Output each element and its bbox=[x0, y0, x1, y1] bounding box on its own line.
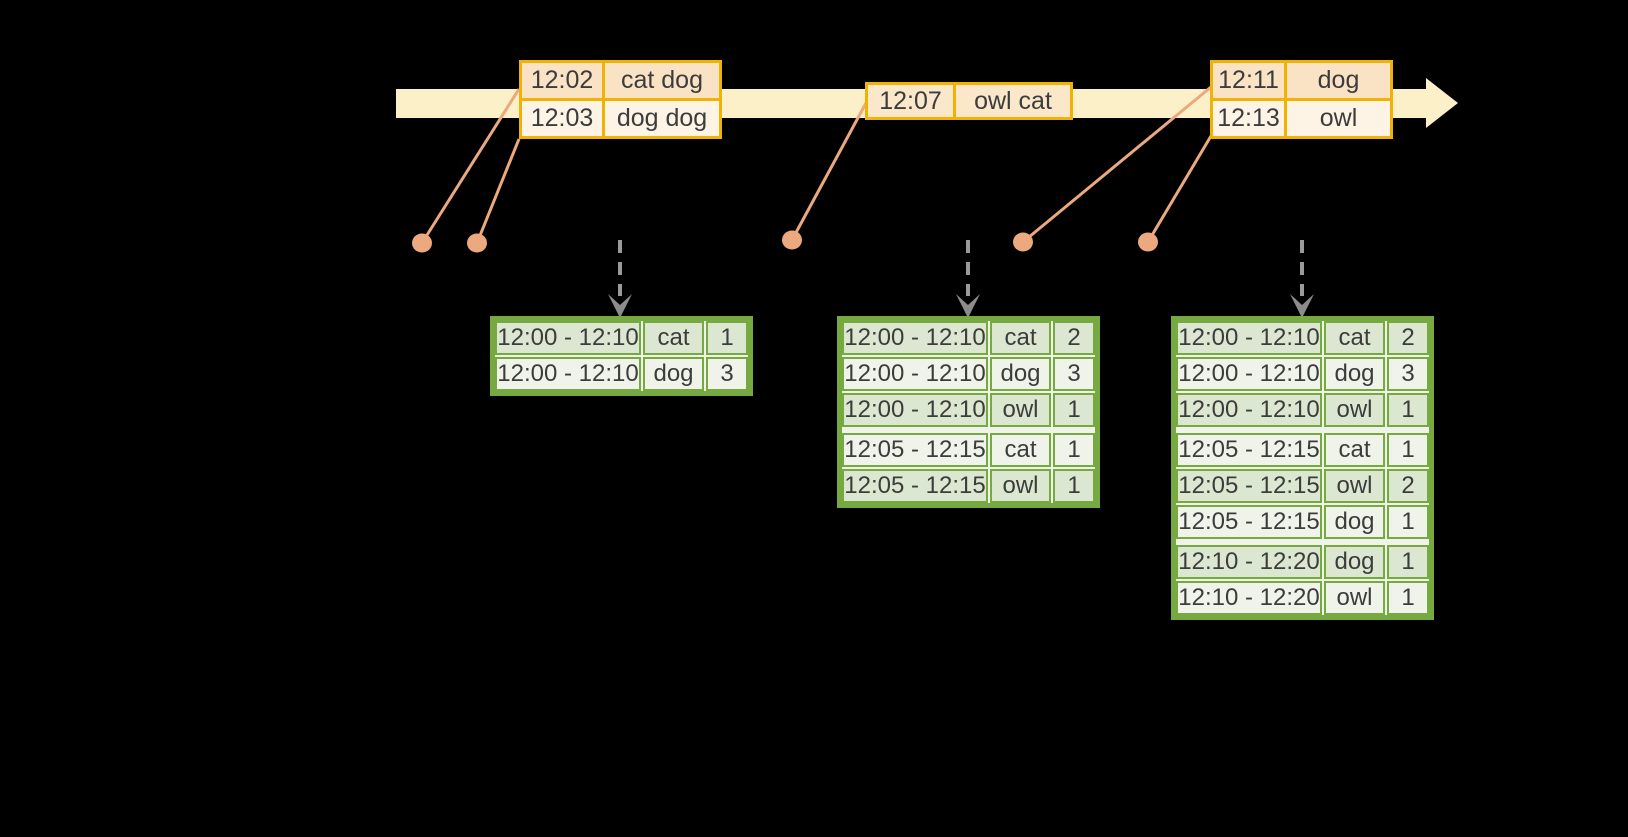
event-table: 12:11 dog 12:13 owl bbox=[1210, 60, 1393, 139]
result-row: 12:00 - 12:10 owl 1 bbox=[1176, 393, 1429, 427]
result-word: cat bbox=[1324, 433, 1385, 467]
result-row: 12:10 - 12:20 owl 1 bbox=[1176, 581, 1429, 615]
result-count: 1 bbox=[1387, 581, 1429, 615]
result-count: 3 bbox=[706, 357, 748, 391]
result-row: 12:00 - 12:10 cat 1 bbox=[495, 321, 748, 355]
result-count: 1 bbox=[1387, 433, 1429, 467]
event-time: 12:07 bbox=[868, 85, 953, 117]
trigger-arrow-icon bbox=[608, 240, 632, 318]
event-dot-icon bbox=[412, 233, 432, 253]
event-words: owl bbox=[1287, 101, 1390, 136]
result-window: 12:00 - 12:10 bbox=[842, 321, 988, 355]
result-row: 12:00 - 12:10 owl 1 bbox=[842, 393, 1095, 427]
result-row: 12:00 - 12:10 cat 2 bbox=[842, 321, 1095, 355]
result-word: dog bbox=[643, 357, 704, 391]
event-dot-icon bbox=[1138, 232, 1158, 252]
result-word: owl bbox=[990, 469, 1051, 503]
result-row: 12:10 - 12:20 dog 1 bbox=[1176, 545, 1429, 579]
result-word: cat bbox=[990, 433, 1051, 467]
result-count: 1 bbox=[1053, 433, 1095, 467]
result-table: 12:00 - 12:10 cat 1 12:00 - 12:10 dog 3 bbox=[490, 316, 753, 396]
trigger-arrow-icon bbox=[956, 240, 980, 318]
result-window: 12:05 - 12:15 bbox=[1176, 505, 1322, 539]
event-row: 12:13 owl bbox=[1213, 101, 1390, 136]
result-row: 12:05 - 12:15 owl 2 bbox=[1176, 469, 1429, 503]
event-connector-line bbox=[1146, 135, 1213, 243]
result-count: 3 bbox=[1387, 357, 1429, 391]
event-table: 12:02 cat dog 12:03 dog dog bbox=[519, 60, 722, 139]
result-word: cat bbox=[990, 321, 1051, 355]
result-window: 12:00 - 12:10 bbox=[842, 393, 988, 427]
event-dot-icon bbox=[1013, 232, 1033, 252]
event-words: cat dog bbox=[605, 63, 719, 98]
event-time: 12:02 bbox=[522, 63, 602, 98]
event-row: 12:03 dog dog bbox=[522, 101, 719, 136]
result-count: 1 bbox=[1053, 393, 1095, 427]
result-word: cat bbox=[1324, 321, 1385, 355]
result-word: dog bbox=[1324, 505, 1385, 539]
result-count: 1 bbox=[1387, 505, 1429, 539]
result-word: owl bbox=[1324, 581, 1385, 615]
result-table: 12:00 - 12:10 cat 2 12:00 - 12:10 dog 3 … bbox=[837, 316, 1100, 508]
result-count: 1 bbox=[1053, 469, 1095, 503]
result-row: 12:05 - 12:15 cat 1 bbox=[842, 433, 1095, 467]
result-row: 12:05 - 12:15 cat 1 bbox=[1176, 433, 1429, 467]
result-count: 1 bbox=[1387, 393, 1429, 427]
result-window: 12:00 - 12:10 bbox=[842, 357, 988, 391]
event-words: owl cat bbox=[956, 85, 1070, 117]
event-connector-line bbox=[1022, 85, 1212, 244]
result-row: 12:05 - 12:15 owl 1 bbox=[842, 469, 1095, 503]
result-row: 12:05 - 12:15 dog 1 bbox=[1176, 505, 1429, 539]
result-count: 1 bbox=[706, 321, 748, 355]
event-connector-line bbox=[475, 138, 521, 244]
result-word: owl bbox=[990, 393, 1051, 427]
result-window: 12:10 - 12:20 bbox=[1176, 545, 1322, 579]
result-window: 12:05 - 12:15 bbox=[1176, 469, 1322, 503]
result-row: 12:00 - 12:10 dog 3 bbox=[842, 357, 1095, 391]
event-row: 12:02 cat dog bbox=[522, 63, 719, 98]
result-window: 12:10 - 12:20 bbox=[1176, 581, 1322, 615]
result-word: dog bbox=[1324, 357, 1385, 391]
event-row: 12:07 owl cat bbox=[868, 85, 1070, 117]
result-count: 2 bbox=[1387, 321, 1429, 355]
result-word: dog bbox=[990, 357, 1051, 391]
result-count: 1 bbox=[1387, 545, 1429, 579]
result-count: 2 bbox=[1387, 469, 1429, 503]
result-window: 12:00 - 12:10 bbox=[1176, 393, 1322, 427]
result-window: 12:05 - 12:15 bbox=[842, 469, 988, 503]
result-row: 12:00 - 12:10 dog 3 bbox=[495, 357, 748, 391]
event-time: 12:03 bbox=[522, 101, 602, 136]
trigger-arrow-icon bbox=[1290, 240, 1314, 318]
event-connector-line bbox=[790, 102, 868, 241]
event-dot-icon bbox=[467, 233, 487, 253]
result-word: owl bbox=[1324, 469, 1385, 503]
result-word: dog bbox=[1324, 545, 1385, 579]
event-time: 12:11 bbox=[1213, 63, 1284, 98]
event-time: 12:13 bbox=[1213, 101, 1284, 136]
result-row: 12:00 - 12:10 dog 3 bbox=[1176, 357, 1429, 391]
timeline-arrowhead-icon bbox=[1426, 78, 1458, 128]
event-connector-line bbox=[420, 88, 521, 244]
result-word: owl bbox=[1324, 393, 1385, 427]
event-words: dog bbox=[1287, 63, 1390, 98]
result-table: 12:00 - 12:10 cat 2 12:00 - 12:10 dog 3 … bbox=[1171, 316, 1434, 620]
event-row: 12:11 dog bbox=[1213, 63, 1390, 98]
result-window: 12:00 - 12:10 bbox=[495, 357, 641, 391]
result-word: cat bbox=[643, 321, 704, 355]
event-dot-icon bbox=[782, 230, 802, 250]
result-window: 12:05 - 12:15 bbox=[842, 433, 988, 467]
result-count: 2 bbox=[1053, 321, 1095, 355]
event-words: dog dog bbox=[605, 101, 719, 136]
result-count: 3 bbox=[1053, 357, 1095, 391]
result-window: 12:00 - 12:10 bbox=[1176, 321, 1322, 355]
result-window: 12:05 - 12:15 bbox=[1176, 433, 1322, 467]
event-table: 12:07 owl cat bbox=[865, 82, 1073, 120]
result-row: 12:00 - 12:10 cat 2 bbox=[1176, 321, 1429, 355]
result-window: 12:00 - 12:10 bbox=[495, 321, 641, 355]
result-window: 12:00 - 12:10 bbox=[1176, 357, 1322, 391]
